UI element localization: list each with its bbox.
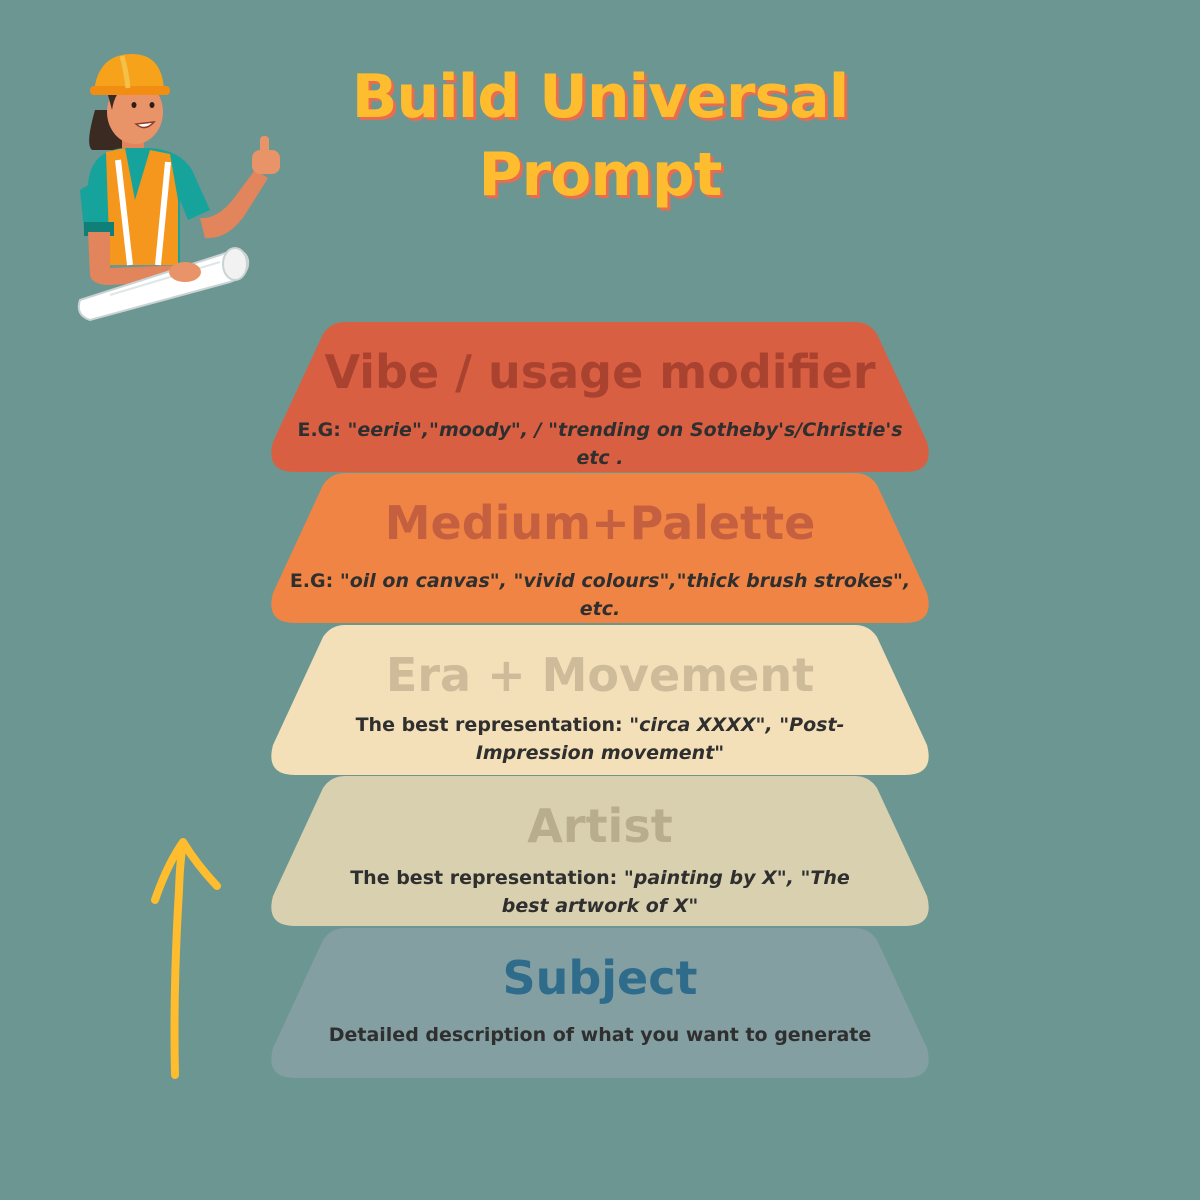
desc-example: "eerie","moody", / "trending on Sotheby'… (347, 419, 903, 469)
tier-heading: Artist (527, 799, 673, 853)
construction-worker-icon (77, 54, 280, 322)
tier-medium: Medium+Palette E.G: "oil on canvas", "vi… (265, 473, 935, 628)
desc-prefix: E.G: (289, 570, 340, 592)
tier-subject: Subject Detailed description of what you… (265, 928, 935, 1083)
tier-heading: Subject (502, 951, 698, 1005)
tier-shape (271, 625, 929, 775)
tier-description: E.G: "oil on canvas", "vivid colours","t… (285, 567, 915, 623)
desc-example: "oil on canvas", "vivid colours","thick … (339, 570, 911, 620)
desc-prefix: E.G: (297, 419, 348, 441)
tier-heading: Era + Movement (385, 648, 815, 702)
title-line-1: Build Universal (351, 62, 850, 132)
page-title: Build Universal Prompt (300, 58, 900, 214)
up-arrow-icon (151, 838, 221, 1079)
tier-artist: Artist The best representation: "paintin… (265, 776, 935, 931)
tier-description: The best representation: "painting by X"… (325, 864, 875, 920)
tier-shape (271, 776, 929, 926)
desc-example: "circa XXXX", "Post-Impression movement" (475, 714, 845, 764)
desc-prefix: Detailed description of what you want to… (328, 1024, 872, 1046)
title-line-2: Prompt (478, 140, 723, 210)
tier-description: E.G: "eerie","moody", / "trending on Sot… (285, 416, 915, 472)
tier-heading: Vibe / usage modifier (324, 345, 876, 399)
tier-shape (271, 928, 929, 1078)
tier-heading: Medium+Palette (384, 496, 816, 550)
desc-example: "painting by X", "The best artwork of X" (501, 867, 850, 917)
tier-era: Era + Movement The best representation: … (265, 625, 935, 780)
tier-description: Detailed description of what you want to… (325, 1021, 875, 1049)
desc-prefix: The best representation: (355, 714, 630, 736)
desc-prefix: The best representation: (350, 867, 624, 889)
tier-shape (271, 322, 929, 472)
tier-shape (271, 473, 929, 623)
tier-description: The best representation: "circa XXXX", "… (325, 711, 875, 767)
tier-vibe: Vibe / usage modifier E.G: "eerie","mood… (265, 322, 935, 477)
